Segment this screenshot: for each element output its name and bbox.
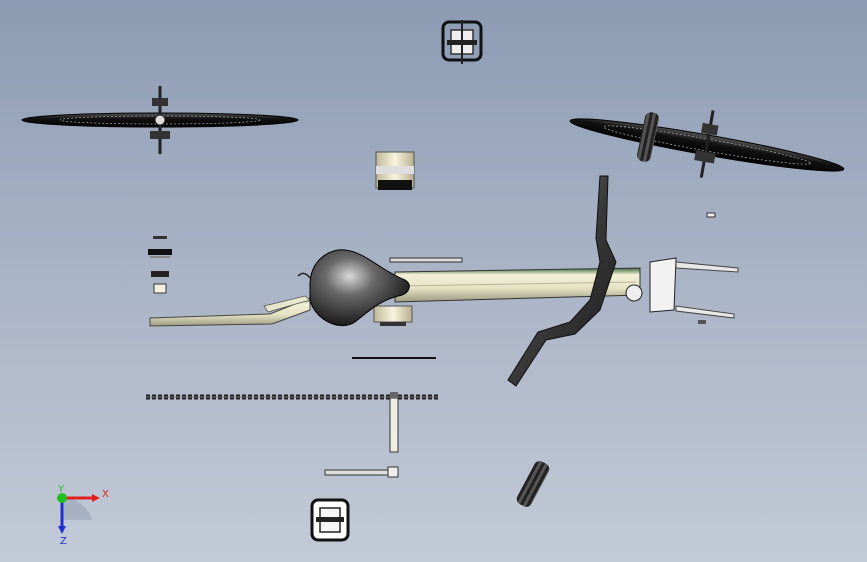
pedal-top[interactable]: [441, 20, 483, 64]
grip-lower[interactable]: [515, 459, 552, 509]
spindle[interactable]: [324, 466, 399, 478]
rear-wheel[interactable]: [564, 86, 850, 201]
headset-stack[interactable]: [148, 236, 172, 294]
triad-y-label: Y: [57, 484, 65, 495]
front-wheel[interactable]: [21, 86, 299, 154]
small-bolt[interactable]: [706, 212, 716, 218]
seat-post-clamp[interactable]: [375, 151, 415, 190]
axle[interactable]: [352, 357, 436, 359]
grip-upper[interactable]: [636, 111, 660, 163]
triad-x-label: X: [102, 489, 109, 500]
frame[interactable]: [389, 257, 739, 324]
fork[interactable]: [149, 295, 311, 327]
saddle[interactable]: [297, 249, 410, 327]
triad-z-label: Z: [60, 536, 67, 547]
coordinate-triad: X Y Z: [57, 484, 109, 547]
pedal-bottom[interactable]: [310, 498, 350, 542]
crank-arm[interactable]: [389, 392, 399, 453]
seat-post-cup[interactable]: [373, 305, 413, 326]
handlebar[interactable]: [507, 175, 617, 387]
